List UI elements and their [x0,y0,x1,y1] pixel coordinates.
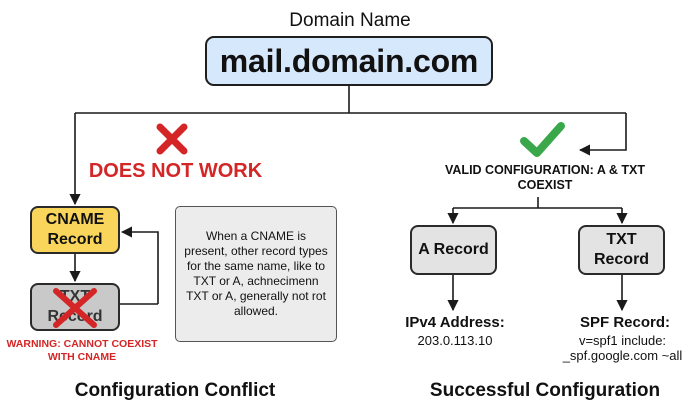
domain-heading: Domain Name [289,10,411,31]
warning-label: WARNING: CANNOT COEXIST WITH CNAME [6,338,158,363]
note-bracket-arrow [120,226,159,304]
x-icon [156,123,188,155]
valid-configuration-label: VALID CONFIGURATION: A & TXT COEXIST [445,163,645,192]
ipv4-value: 203.0.113.10 [417,333,493,348]
check-icon [520,122,565,157]
a-record-label: A Record [418,241,489,258]
does-not-work-label: DOES NOT WORK [88,160,263,182]
successful-configuration-title: Successful Configuration [429,380,661,401]
cname-record-label: CNAME Record [45,211,105,248]
domain-name: mail.domain.com [219,42,479,79]
txt-record-label: TXT Record [593,231,650,268]
arrow-to-valid [578,113,627,156]
a-record-box: A Record [410,225,497,275]
txt-record-invalid-box: TXT Record [30,283,120,331]
cross-out-icon [53,288,97,328]
explanation-note: When a CNAME is present, other record ty… [175,206,337,342]
spf-label: SPF Record: [579,314,670,331]
cname-record-box: CNAME Record [30,206,120,254]
domain-name-box: mail.domain.com [205,36,493,86]
spf-value: v=spf1 include: _spf.google.com ~all [562,333,683,363]
txt-record-box: TXT Record [578,225,665,275]
ipv4-label: IPv4 Address: [405,314,505,331]
configuration-conflict-title: Configuration Conflict [74,380,276,401]
explanation-text: When a CNAME is present, other record ty… [184,229,328,318]
